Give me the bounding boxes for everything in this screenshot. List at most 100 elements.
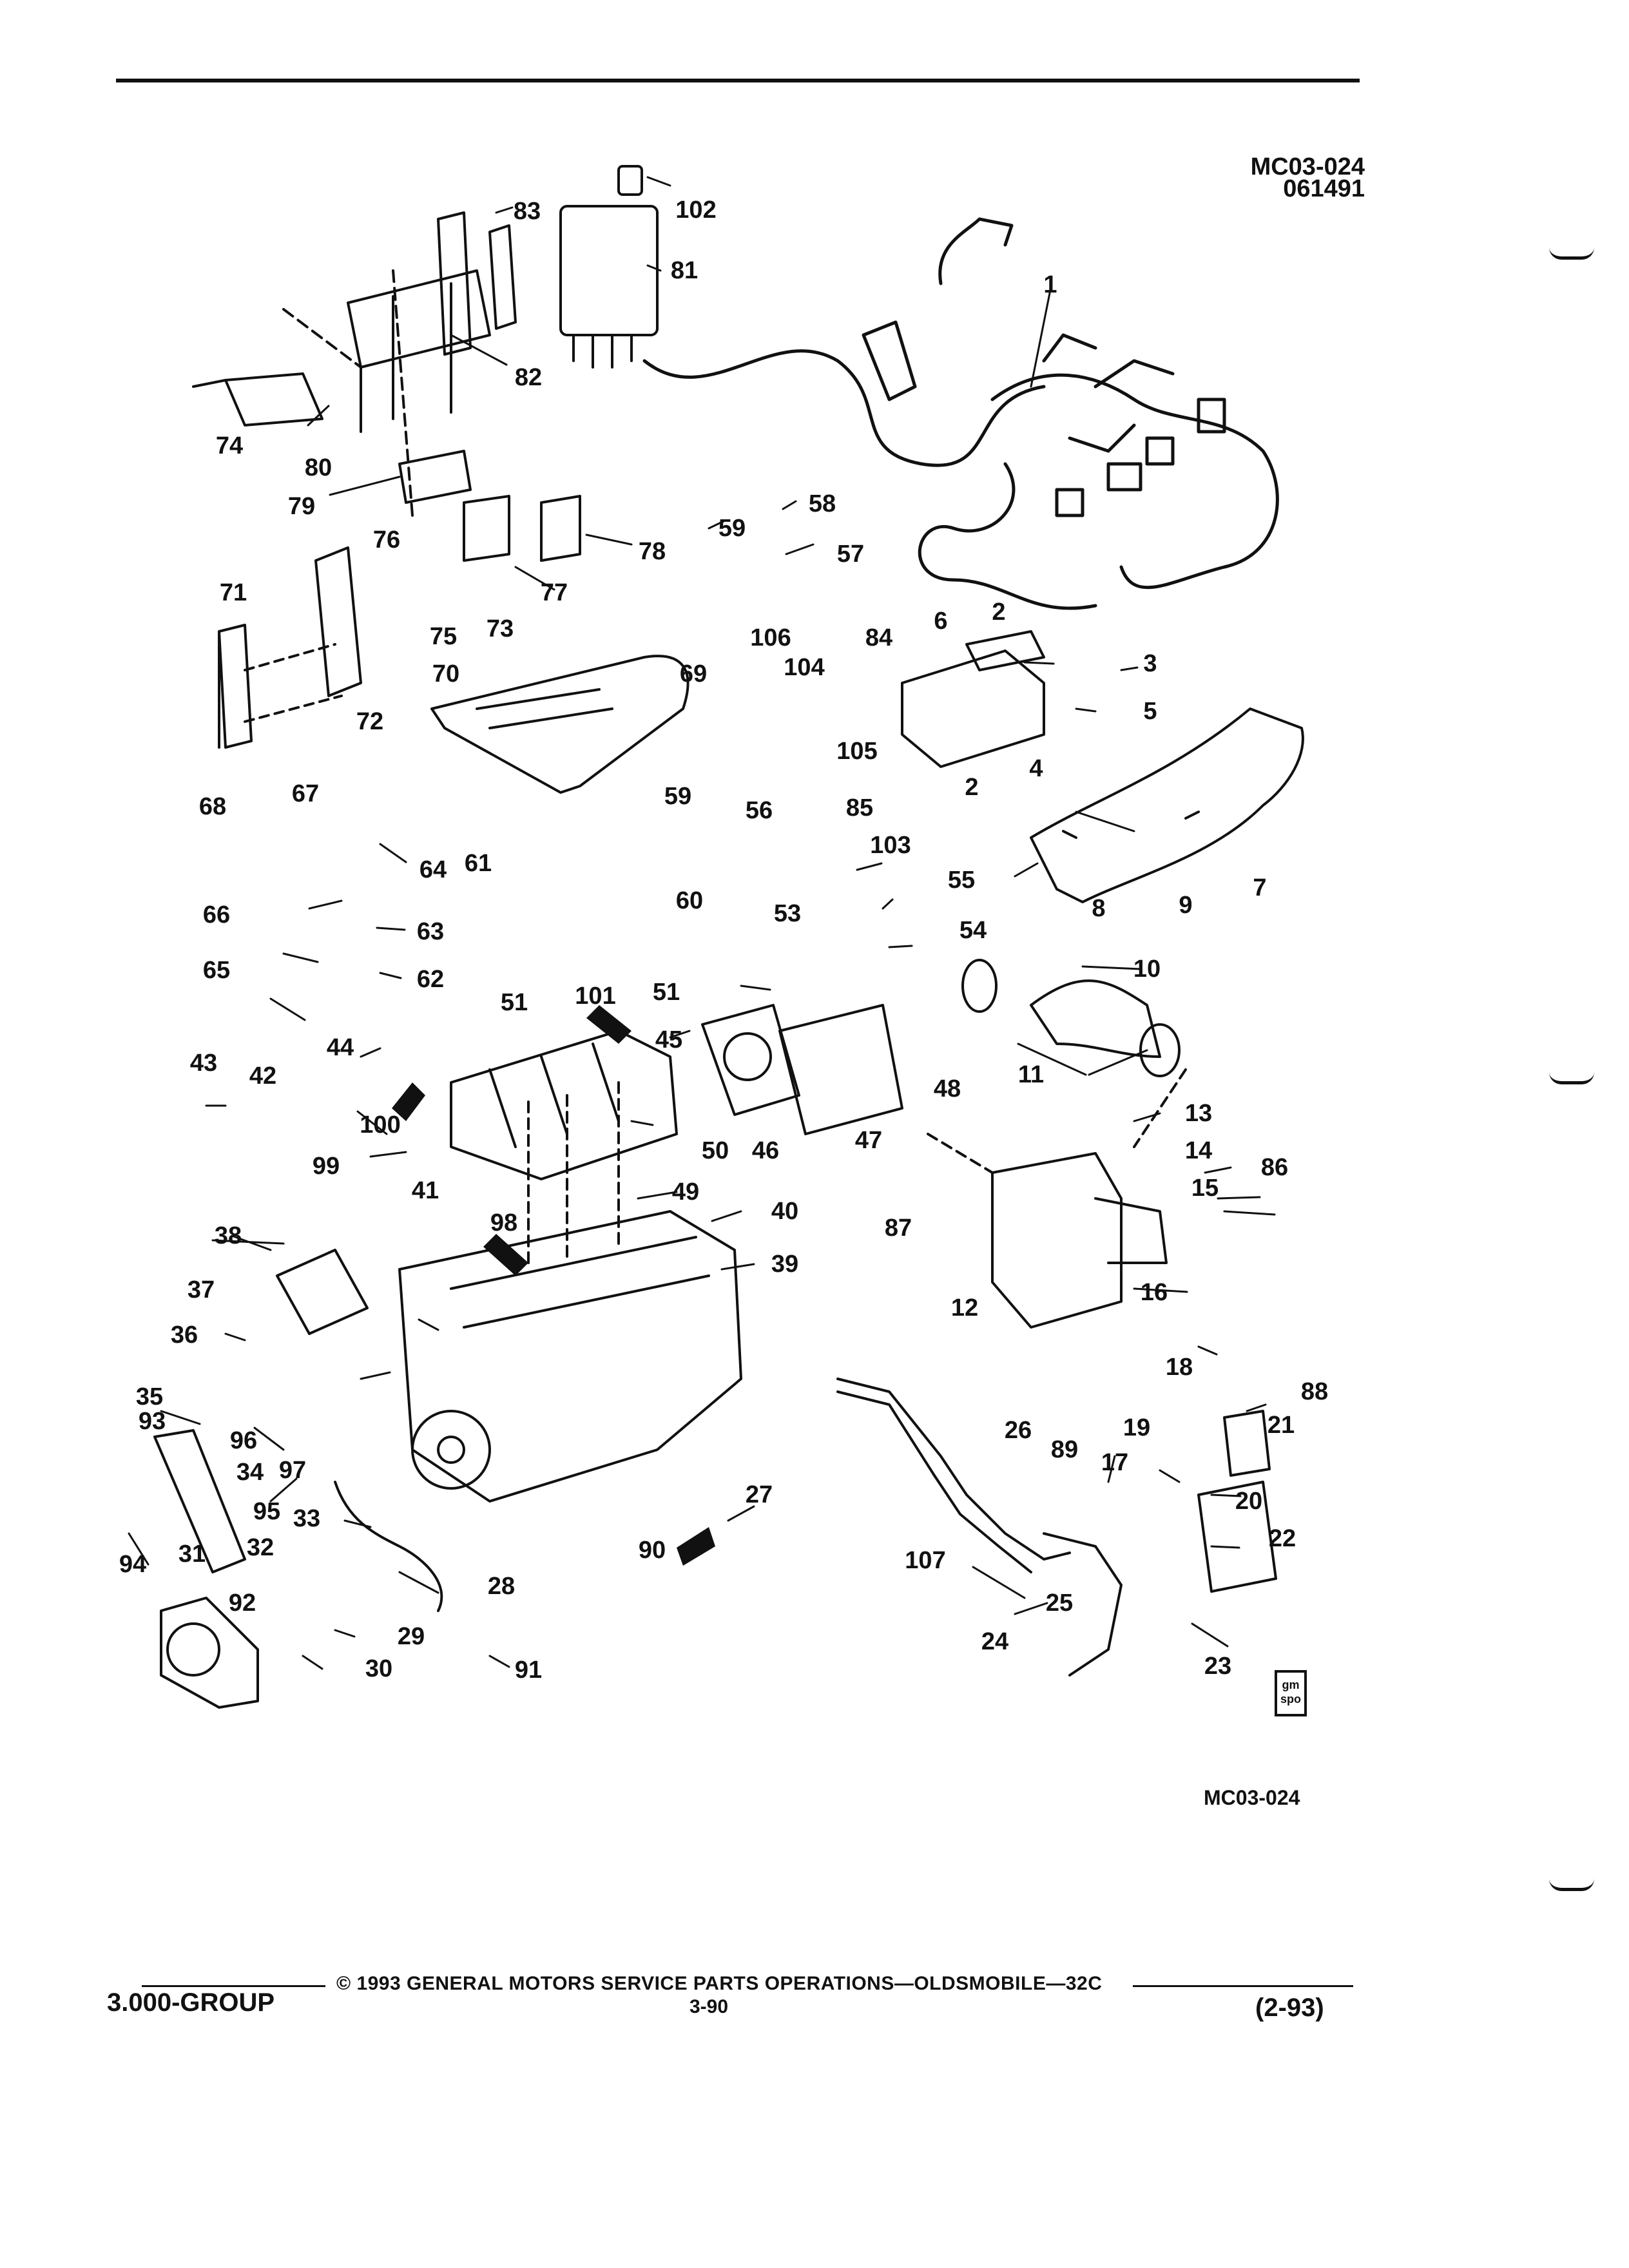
- callout-62: 62: [416, 966, 445, 993]
- callout-59: 59: [664, 783, 692, 810]
- callout-4: 4: [1029, 755, 1043, 782]
- callout-30: 30: [365, 1655, 393, 1682]
- engine-block-drawing: [398, 1030, 742, 1503]
- callout-73: 73: [486, 615, 514, 642]
- callout-74: 74: [215, 432, 244, 459]
- callout-61: 61: [464, 850, 492, 877]
- callout-63: 63: [416, 918, 445, 945]
- callout-2: 2: [992, 599, 1006, 626]
- callout-48: 48: [933, 1075, 961, 1102]
- callout-5: 5: [1143, 698, 1157, 725]
- callout-13: 13: [1184, 1100, 1213, 1127]
- callout-1: 1: [1043, 271, 1057, 298]
- callout-66: 66: [202, 901, 231, 928]
- drawing-code: MC03-024: [1250, 153, 1365, 180]
- callout-41: 41: [411, 1177, 439, 1204]
- callout-100: 100: [360, 1111, 401, 1139]
- callout-65: 65: [202, 957, 231, 984]
- left-bracket-drawing: [218, 546, 362, 749]
- callout-38: 38: [214, 1222, 242, 1249]
- lower-left-drawing: [153, 1249, 443, 1709]
- callout-55: 55: [947, 867, 976, 894]
- connector-block-drawing: [901, 630, 1045, 768]
- callout-88: 88: [1300, 1378, 1329, 1405]
- gm-spo-logo: gm spo: [1275, 1670, 1307, 1716]
- callout-33: 33: [293, 1505, 321, 1532]
- callout-27: 27: [745, 1481, 773, 1508]
- callout-90: 90: [638, 1537, 666, 1564]
- callout-35: 35: [135, 1383, 164, 1410]
- callout-10: 10: [1133, 956, 1161, 983]
- callout-49: 49: [671, 1178, 700, 1206]
- callout-54: 54: [959, 917, 987, 944]
- margin-mark: [1549, 1072, 1594, 1084]
- callout-101: 101: [575, 983, 616, 1010]
- callout-71: 71: [219, 579, 247, 606]
- callout-107: 107: [905, 1547, 946, 1574]
- callout-92: 92: [228, 1590, 256, 1617]
- callout-68: 68: [198, 793, 227, 820]
- callout-45: 45: [655, 1026, 683, 1053]
- figure-id: MC03-024: [1204, 1786, 1300, 1809]
- callout-86: 86: [1260, 1154, 1289, 1181]
- callout-11: 11: [1017, 1061, 1045, 1088]
- callout-77: 77: [540, 579, 568, 606]
- pointer-arrows: [392, 1005, 715, 1566]
- callout-83: 83: [513, 198, 541, 225]
- callout-81: 81: [670, 257, 699, 284]
- callout-50: 50: [701, 1137, 729, 1164]
- callout-95: 95: [253, 1498, 281, 1525]
- callout-32: 32: [246, 1534, 275, 1561]
- callout-53: 53: [773, 900, 802, 927]
- leader-lines: [128, 176, 1276, 1670]
- callout-2: 2: [965, 774, 979, 801]
- callout-7: 7: [1253, 874, 1267, 901]
- callout-12: 12: [950, 1294, 979, 1321]
- callout-29: 29: [397, 1623, 425, 1650]
- footer-rule-right: [1133, 1985, 1353, 1987]
- callout-79: 79: [287, 493, 316, 520]
- drawing-date: 061491: [1283, 175, 1365, 202]
- callout-8: 8: [1092, 895, 1106, 922]
- callout-87: 87: [884, 1215, 912, 1242]
- ecm-bracket-drawing: [192, 165, 659, 562]
- callout-34: 34: [236, 1459, 264, 1486]
- footer-copyright: © 1993 GENERAL MOTORS SERVICE PARTS OPER…: [336, 1973, 1103, 1994]
- callout-15: 15: [1191, 1175, 1219, 1202]
- callout-16: 16: [1140, 1279, 1168, 1306]
- callout-99: 99: [312, 1153, 340, 1180]
- drawing-code-block: MC03-024 061491: [1250, 153, 1365, 202]
- callout-26: 26: [1004, 1417, 1032, 1444]
- callout-18: 18: [1165, 1354, 1193, 1381]
- callout-20: 20: [1235, 1488, 1263, 1515]
- callout-22: 22: [1268, 1525, 1296, 1552]
- callout-42: 42: [249, 1062, 277, 1090]
- callout-70: 70: [432, 660, 460, 687]
- callout-46: 46: [751, 1137, 780, 1164]
- callout-28: 28: [487, 1573, 516, 1600]
- relay-center-drawing: [1030, 707, 1304, 903]
- callout-14: 14: [1184, 1137, 1213, 1164]
- callout-78: 78: [638, 538, 666, 565]
- callout-40: 40: [771, 1198, 799, 1225]
- callout-43: 43: [189, 1050, 218, 1077]
- callout-59: 59: [718, 515, 746, 542]
- callout-36: 36: [170, 1321, 198, 1349]
- callout-51: 51: [652, 979, 680, 1006]
- callout-93: 93: [138, 1408, 166, 1435]
- callout-56: 56: [745, 797, 773, 824]
- footer-page-number: 3-90: [689, 1996, 729, 2017]
- air-cleaner-drawing: [927, 1068, 1187, 1329]
- callout-85: 85: [845, 794, 874, 822]
- callout-60: 60: [675, 887, 704, 914]
- callout-17: 17: [1101, 1449, 1129, 1476]
- callout-104: 104: [784, 654, 825, 681]
- callout-47: 47: [854, 1127, 883, 1154]
- callout-72: 72: [356, 708, 384, 735]
- footer-revision: (2-93): [1255, 1994, 1324, 2022]
- callout-69: 69: [679, 660, 708, 687]
- fuel-line-drawing: [836, 1378, 1277, 1677]
- callout-37: 37: [187, 1276, 215, 1303]
